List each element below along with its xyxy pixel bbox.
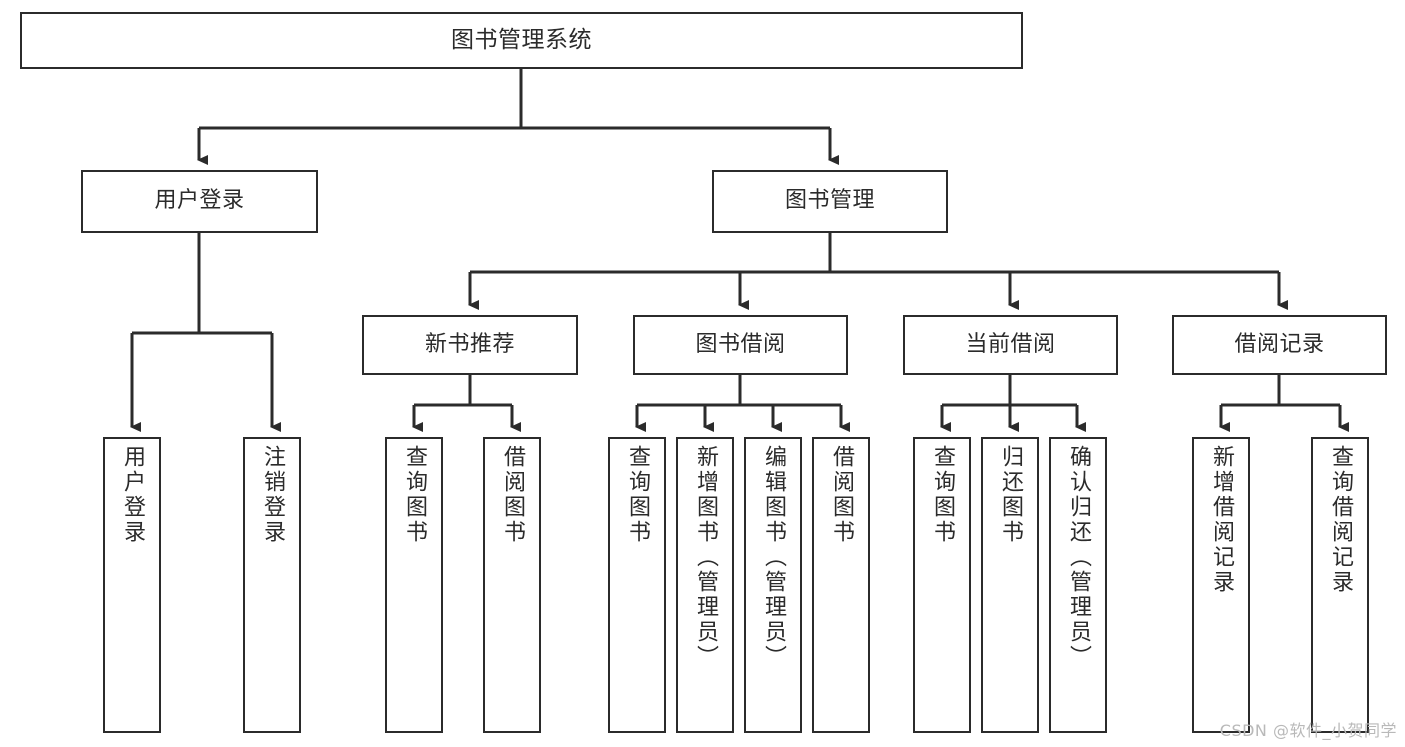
node-label: 图书管理系统	[451, 26, 592, 53]
leaf-book-borrow-edit-book-admin[interactable]: 编辑图书（管理员）	[744, 437, 802, 733]
node-label: 借阅图书	[500, 445, 525, 545]
node-label: 图书管理	[784, 188, 875, 214]
node-label: 查询借阅记录	[1328, 445, 1353, 595]
leaf-borrow-record-query-record[interactable]: 查询借阅记录	[1311, 437, 1369, 733]
node-borrow-record[interactable]: 借阅记录	[1172, 315, 1387, 375]
leaf-new-book-borrow-book[interactable]: 借阅图书	[483, 437, 541, 733]
node-label: 查询图书	[930, 445, 955, 545]
leaf-user-login-logout[interactable]: 注销登录	[243, 437, 301, 733]
leaf-borrow-record-add-record[interactable]: 新增借阅记录	[1192, 437, 1250, 733]
node-root-book-management-system[interactable]: 图书管理系统	[20, 12, 1023, 69]
leaf-book-borrow-borrow-book[interactable]: 借阅图书	[812, 437, 870, 733]
node-label: 新增借阅记录	[1209, 445, 1234, 595]
node-label: 借阅图书	[829, 445, 854, 545]
leaf-book-borrow-add-book-admin[interactable]: 新增图书（管理员）	[676, 437, 734, 733]
node-label: 查询图书	[402, 445, 427, 545]
node-label: 借阅记录	[1234, 331, 1325, 357]
node-book-management[interactable]: 图书管理	[712, 170, 948, 233]
node-label: 用户登录	[154, 188, 245, 214]
node-current-borrow[interactable]: 当前借阅	[903, 315, 1118, 375]
node-label: 新增图书（管理员）	[693, 445, 718, 670]
node-label: 新书推荐	[424, 331, 515, 357]
leaf-book-borrow-query-book[interactable]: 查询图书	[608, 437, 666, 733]
leaf-current-borrow-confirm-return-admin[interactable]: 确认归还（管理员）	[1049, 437, 1107, 733]
leaf-current-borrow-return-book[interactable]: 归还图书	[981, 437, 1039, 733]
leaf-new-book-query-book[interactable]: 查询图书	[385, 437, 443, 733]
node-label: 编辑图书（管理员）	[761, 445, 786, 670]
node-book-borrow[interactable]: 图书借阅	[633, 315, 848, 375]
node-label: 图书借阅	[695, 331, 786, 357]
node-label: 用户登录	[120, 445, 145, 545]
leaf-user-login-login[interactable]: 用户登录	[103, 437, 161, 733]
node-user-login[interactable]: 用户登录	[81, 170, 318, 233]
node-label: 注销登录	[260, 445, 285, 545]
leaf-current-borrow-query-book[interactable]: 查询图书	[913, 437, 971, 733]
node-label: 当前借阅	[965, 331, 1056, 357]
node-label: 查询图书	[625, 445, 650, 545]
csdn-watermark: CSDN @软件_小贺同学	[1219, 721, 1397, 740]
node-label: 归还图书	[998, 445, 1023, 545]
node-label: 确认归还（管理员）	[1066, 445, 1091, 670]
node-new-book-recommend[interactable]: 新书推荐	[362, 315, 578, 375]
